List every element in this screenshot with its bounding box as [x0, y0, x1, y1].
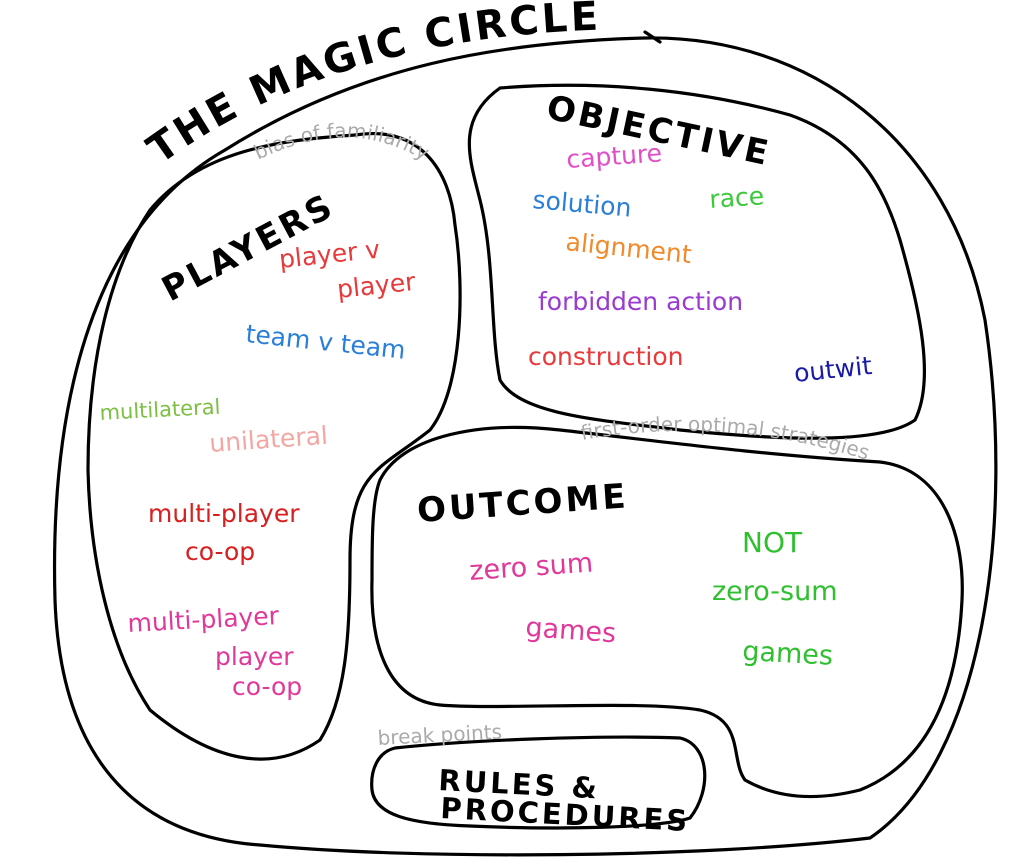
rules-heading-line2: PROCEDURES — [440, 791, 691, 838]
rules-region — [370, 735, 707, 830]
objective-region — [467, 83, 927, 440]
players-item: multi-player — [127, 601, 281, 638]
outcome-item: zero sum — [468, 547, 594, 587]
objective-item: outwit — [793, 351, 874, 388]
players-item: co-op — [185, 537, 255, 566]
players-item: team v team — [244, 319, 407, 365]
objective-item: solution — [531, 185, 632, 223]
magic-circle-tick — [643, 30, 662, 44]
objective-item: race — [708, 181, 765, 214]
players-item: player — [215, 642, 294, 671]
players-item: multi-player — [148, 499, 300, 528]
players-item: co-op — [232, 672, 302, 701]
players-region — [86, 132, 462, 761]
outcome-region — [370, 425, 964, 799]
outcome-item: zero-sum — [712, 576, 838, 607]
objective-item: forbidden action — [538, 287, 743, 316]
outcome-heading: OUTCOME — [416, 476, 630, 531]
players-item: multilateral — [99, 395, 221, 425]
break-points-annotation: break points — [377, 720, 502, 750]
objective-item: alignment — [564, 227, 693, 269]
players-item: unilateral — [208, 421, 328, 458]
first-order-annotation: first-order optimal strategies — [579, 412, 873, 465]
outcome-item: games — [742, 636, 834, 672]
bias-annotation: bias of familiarity — [250, 118, 434, 165]
magic-circle-outline — [52, 36, 998, 857]
outcome-item: NOT — [742, 526, 803, 559]
rules-heading-line1: RULES & — [438, 763, 601, 805]
objective-item: capture — [565, 138, 662, 174]
players-item: player — [336, 267, 418, 304]
objective-item: construction — [528, 342, 683, 371]
outcome-item: games — [525, 612, 618, 649]
